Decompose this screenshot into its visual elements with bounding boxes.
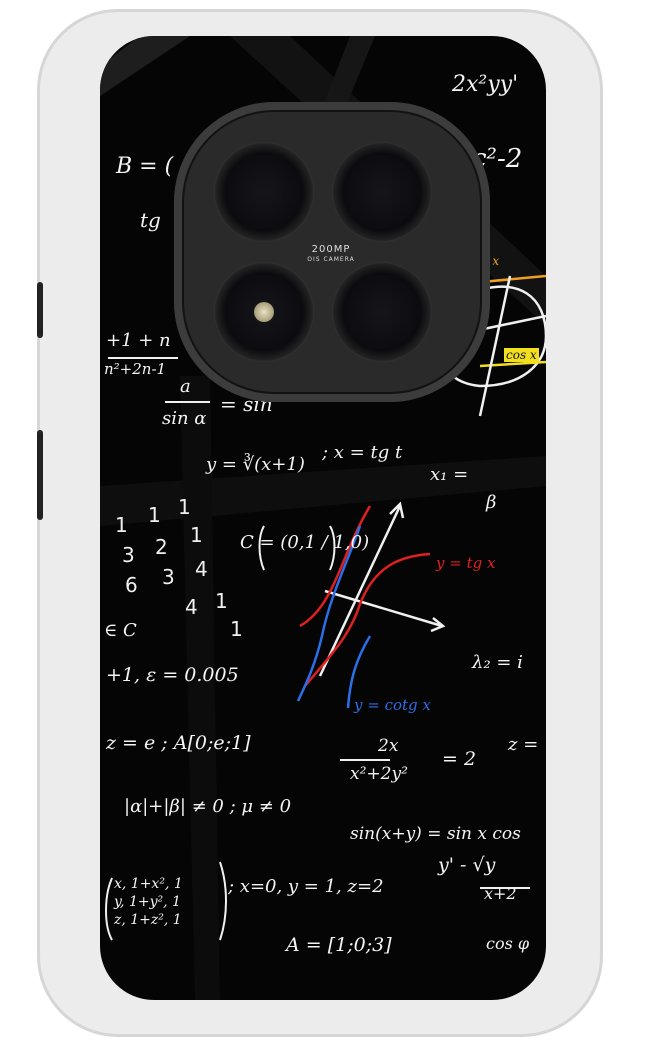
formula-34: cos x bbox=[504, 348, 539, 362]
camera-lens-bottom-right bbox=[332, 262, 432, 362]
formula-13: C = (0,1 / 1,0) bbox=[240, 532, 370, 553]
formula-4: tg bbox=[140, 208, 161, 232]
formula-28: x, 1+x², 1 bbox=[114, 876, 183, 892]
formula-36: β bbox=[486, 492, 497, 513]
formula-32: A = [1;0;3] bbox=[286, 934, 392, 956]
side-button-lower bbox=[37, 430, 43, 520]
camera-megapixels-label: 200MP bbox=[311, 244, 351, 255]
cotangent-curve bbox=[296, 525, 372, 709]
formula-16: +1, ε = 0.005 bbox=[106, 664, 239, 686]
camera-lens-bottom-left bbox=[214, 262, 314, 362]
svg-text:1: 1 bbox=[190, 523, 203, 547]
svg-text:3: 3 bbox=[162, 565, 175, 589]
svg-text:4: 4 bbox=[195, 557, 208, 581]
camera-module: 200MP OIS CAMERA bbox=[174, 102, 490, 402]
formula-17: λ₂ = i bbox=[472, 652, 523, 673]
svg-text:4: 4 bbox=[185, 595, 198, 619]
svg-text:1: 1 bbox=[178, 495, 191, 519]
tangent-curve bbox=[299, 505, 431, 687]
formula-2: B = ( bbox=[116, 154, 174, 179]
camera-lens-top-left bbox=[214, 142, 314, 242]
formula-15: ∈ C bbox=[104, 620, 137, 641]
camera-module-label: OIS CAMERA bbox=[307, 256, 355, 263]
svg-text:3: 3 bbox=[122, 543, 135, 567]
formula-8: sin α bbox=[162, 408, 207, 429]
formula-23: z = bbox=[508, 734, 539, 755]
formula-31: ; x=0, y = 1, z=2 bbox=[228, 876, 384, 897]
formula-20: 2x bbox=[378, 736, 399, 756]
svg-text:6: 6 bbox=[125, 573, 138, 597]
camera-lens-top-right bbox=[332, 142, 432, 242]
flash-icon bbox=[254, 302, 274, 322]
formula-29: y, 1+y², 1 bbox=[114, 894, 181, 910]
side-button-upper bbox=[37, 282, 43, 338]
formula-24: |α|+|β| ≠ 0 ; μ ≠ 0 bbox=[124, 796, 292, 817]
formula-12: x₁ = bbox=[430, 464, 469, 485]
formula-6: n²+2n-1 bbox=[104, 360, 167, 378]
coordinate-axes bbox=[318, 501, 446, 677]
formula-30: z, 1+z², 1 bbox=[114, 912, 182, 928]
matrix-brackets bbox=[105, 357, 530, 941]
formula-26: y' - √y bbox=[438, 854, 496, 876]
formula-14: y = tg x bbox=[436, 554, 496, 572]
formula-11: ; x = tg t bbox=[322, 442, 403, 463]
svg-text:1: 1 bbox=[230, 617, 243, 641]
formula-10: y = ∛(x+1) bbox=[206, 454, 305, 475]
formula-5: +1 + n bbox=[106, 330, 171, 351]
formula-27: x+2 bbox=[484, 884, 517, 903]
svg-text:1: 1 bbox=[215, 589, 228, 613]
formula-19: z = e ; A[0;e;1] bbox=[106, 732, 251, 754]
formula-25: sin(x+y) = sin x cos bbox=[350, 824, 521, 844]
formula-18: y = cotg x bbox=[354, 696, 431, 714]
formula-1: 2x²yy' bbox=[452, 72, 519, 97]
svg-text:1: 1 bbox=[115, 513, 128, 537]
svg-text:2: 2 bbox=[155, 535, 168, 559]
formula-33: cos φ bbox=[486, 934, 530, 953]
formula-21: x²+2y² bbox=[350, 764, 408, 784]
svg-text:1: 1 bbox=[148, 503, 161, 527]
formula-7: a bbox=[180, 376, 191, 397]
formula-22: = 2 bbox=[442, 748, 477, 770]
